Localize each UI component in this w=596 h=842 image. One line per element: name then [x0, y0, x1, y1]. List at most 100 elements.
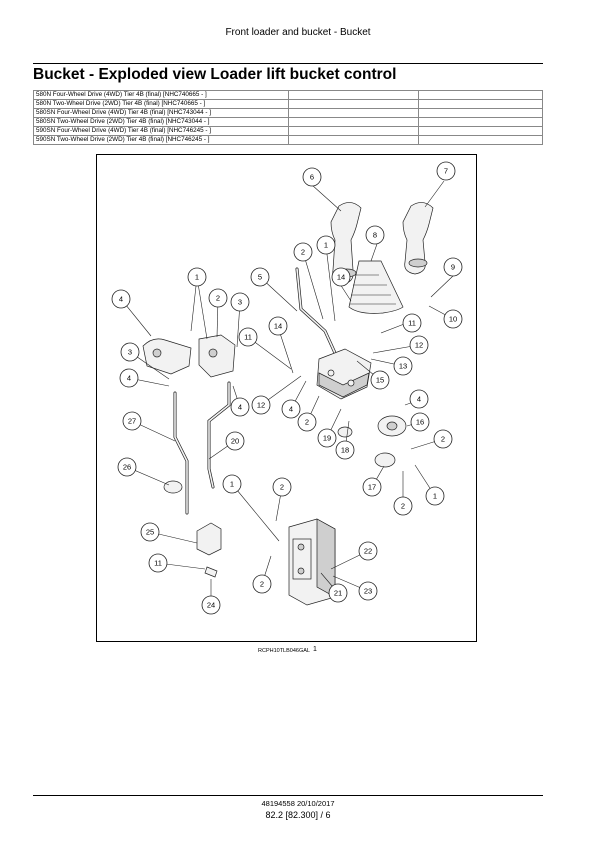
callout-18: 18	[335, 440, 355, 460]
control-lever-drawing	[295, 267, 337, 355]
pivot-disk-drawing	[337, 415, 407, 468]
callout-6: 6	[302, 167, 322, 187]
callout-25: 25	[140, 522, 160, 542]
model-cell: 590SN Two-Wheel Drive (2WD) Tier 4B (fin…	[33, 135, 289, 145]
table-row: 590SN Four-Wheel Drive (4WD) Tier 4B (fi…	[33, 126, 543, 136]
title-rule	[33, 63, 543, 64]
svg-text:22: 22	[364, 547, 372, 556]
table-row: 580N Two-Wheel Drive (2WD) Tier 4B (fina…	[33, 99, 543, 109]
svg-text:9: 9	[451, 263, 455, 272]
callout-11: 11	[402, 313, 422, 333]
svg-text:20: 20	[231, 437, 239, 446]
callout-26: 26	[117, 457, 137, 477]
callout-3: 3	[120, 342, 140, 362]
callout-4: 4	[230, 397, 250, 417]
model-cell: 580SN Four-Wheel Drive (4WD) Tier 4B (fi…	[33, 108, 289, 118]
svg-text:26: 26	[123, 463, 131, 472]
exploded-view-drawing: 6 7 8 9 10 1 2 14 5 14 11 12 13 15 11 12…	[111, 161, 463, 615]
svg-text:2: 2	[441, 435, 445, 444]
callout-1: 1	[316, 235, 336, 255]
callout-15: 15	[370, 370, 390, 390]
figure-image-code: RCPH10TLB046GAL	[258, 648, 310, 654]
running-header: Front loader and bucket - Bucket	[225, 27, 371, 38]
svg-text:14: 14	[337, 273, 345, 282]
svg-text:10: 10	[449, 315, 457, 324]
page-title: Bucket - Exploded view Loader lift bucke…	[33, 66, 397, 83]
callout-27: 27	[122, 411, 142, 431]
linkage-rods-drawing	[173, 381, 231, 515]
svg-text:18: 18	[341, 446, 349, 455]
svg-text:12: 12	[257, 401, 265, 410]
table-row: 580SN Two-Wheel Drive (2WD) Tier 4B (fin…	[33, 117, 543, 127]
exploded-view-figure: 6 7 8 9 10 1 2 14 5 14 11 12 13 15 11 12…	[96, 154, 477, 642]
svg-text:24: 24	[207, 601, 215, 610]
svg-text:13: 13	[399, 362, 407, 371]
svg-text:19: 19	[323, 434, 331, 443]
callout-2: 2	[252, 574, 272, 594]
callout-1: 1	[425, 486, 445, 506]
svg-text:4: 4	[127, 374, 131, 383]
callout-12: 12	[251, 395, 271, 415]
callout-5: 5	[250, 267, 270, 287]
callout-23: 23	[358, 581, 378, 601]
svg-text:15: 15	[376, 376, 384, 385]
callout-4: 4	[119, 368, 139, 388]
footer-doc-number: 48194558 20/10/2017	[261, 799, 335, 808]
footer-page-number: 82.2 [82.300] / 6	[265, 810, 331, 820]
callout-2: 2	[433, 429, 453, 449]
svg-text:23: 23	[364, 587, 372, 596]
model-cell: 590SN Four-Wheel Drive (4WD) Tier 4B (fi…	[33, 126, 289, 136]
control-valve-drawing	[288, 518, 336, 606]
base-plate-drawing	[142, 334, 236, 378]
svg-text:1: 1	[230, 480, 234, 489]
callout-9: 9	[443, 257, 463, 277]
callout-4: 4	[111, 289, 131, 309]
svg-text:1: 1	[433, 492, 437, 501]
callout-14: 14	[331, 267, 351, 287]
svg-text:1: 1	[324, 241, 328, 250]
svg-text:11: 11	[154, 559, 162, 568]
callout-4: 4	[281, 399, 301, 419]
figure-number: 1	[313, 646, 317, 653]
svg-text:2: 2	[305, 418, 309, 427]
callout-10: 10	[443, 309, 463, 329]
callout-1: 1	[187, 267, 207, 287]
callout-2: 2	[293, 242, 313, 262]
callout-11: 11	[238, 327, 258, 347]
svg-text:11: 11	[244, 333, 252, 342]
model-cell: 580SN Two-Wheel Drive (2WD) Tier 4B (fin…	[33, 117, 289, 127]
callout-1: 1	[222, 474, 242, 494]
callout-24: 24	[201, 595, 221, 615]
callout-14: 14	[268, 316, 288, 336]
callout-2: 2	[272, 477, 292, 497]
svg-text:2: 2	[280, 483, 284, 492]
callout-2: 2	[208, 288, 228, 308]
callout-21: 21	[328, 583, 348, 603]
model-applicability-table: 580N Four-Wheel Drive (4WD) Tier 4B (fin…	[33, 90, 543, 145]
callout-20: 20	[225, 431, 245, 451]
svg-text:2: 2	[301, 248, 305, 257]
lower-boot-drawing	[163, 480, 222, 578]
table-row: 580N Four-Wheel Drive (4WD) Tier 4B (fin…	[33, 90, 543, 100]
table-row: 590SN Two-Wheel Drive (2WD) Tier 4B (fin…	[33, 135, 543, 145]
callout-22: 22	[358, 541, 378, 561]
callout-2: 2	[297, 412, 317, 432]
callout-8: 8	[365, 225, 385, 245]
callout-16: 16	[410, 412, 430, 432]
svg-text:21: 21	[334, 589, 342, 598]
table-row: 580SN Four-Wheel Drive (4WD) Tier 4B (fi…	[33, 108, 543, 118]
callout-17: 17	[362, 477, 382, 497]
rubber-boot-drawing	[348, 260, 404, 314]
gimbal-block-drawing	[316, 348, 372, 400]
svg-text:4: 4	[289, 405, 293, 414]
svg-text:7: 7	[444, 167, 448, 176]
svg-text:16: 16	[416, 418, 424, 427]
svg-text:2: 2	[260, 580, 264, 589]
svg-text:4: 4	[417, 395, 421, 404]
footer-rule	[33, 795, 543, 796]
callout-19: 19	[317, 428, 337, 448]
svg-text:4: 4	[238, 403, 242, 412]
svg-text:27: 27	[128, 417, 136, 426]
model-cell: 580N Four-Wheel Drive (4WD) Tier 4B (fin…	[33, 90, 289, 100]
svg-text:1: 1	[195, 273, 199, 282]
